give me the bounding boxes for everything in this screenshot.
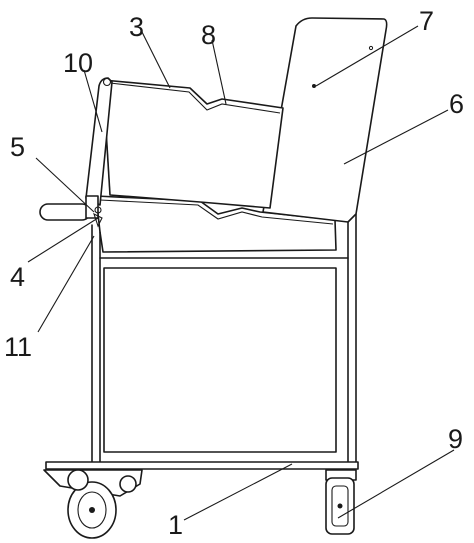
lid-body <box>102 79 284 209</box>
left-wheel-axle <box>89 507 95 513</box>
label-8: 8 <box>201 20 216 50</box>
handle-assembly <box>39 195 103 228</box>
right-wheel-hub <box>331 485 349 527</box>
frame-bottom-rail <box>45 461 359 470</box>
label-3: 3 <box>129 12 144 42</box>
left-castor <box>43 469 143 539</box>
lid-edge <box>109 82 281 114</box>
leader-7 <box>315 25 419 87</box>
label-4: 4 <box>10 262 25 292</box>
lid <box>102 79 284 209</box>
reference-numerals: 3 8 7 6 10 5 4 11 1 9 <box>4 6 464 540</box>
cart-frame <box>45 213 359 470</box>
leader-5 <box>35 157 95 213</box>
right-wheel-axle <box>337 503 343 509</box>
leader-8 <box>211 39 227 105</box>
leader-6 <box>343 109 449 165</box>
leader-3 <box>139 27 171 89</box>
leader-4 <box>27 217 99 263</box>
label-10: 10 <box>63 48 93 78</box>
basin-rim <box>99 199 334 225</box>
left-wheel-hub <box>77 491 107 529</box>
leader-11 <box>37 235 95 333</box>
latch-pin <box>94 206 102 214</box>
backrest-panel <box>262 17 388 223</box>
left-castor-brake <box>67 469 89 491</box>
lever-arm <box>85 77 113 206</box>
label-11: 11 <box>4 332 32 362</box>
leader-9 <box>337 449 455 519</box>
leader-1 <box>183 463 293 521</box>
lever-pivot <box>102 77 112 87</box>
frame-lower-box <box>103 267 337 453</box>
label-5: 5 <box>10 132 25 162</box>
label-6: 6 <box>449 89 464 119</box>
label-1: 1 <box>168 510 183 540</box>
push-handle <box>39 203 91 221</box>
leader-10 <box>83 69 103 133</box>
leader-lines <box>27 25 455 521</box>
backrest-body <box>262 17 388 223</box>
backrest-hole-small <box>368 45 374 51</box>
left-castor-swivel <box>119 475 137 493</box>
backrest-hole <box>312 84 316 88</box>
right-castor <box>325 469 357 535</box>
label-7: 7 <box>419 6 434 36</box>
latch-hook <box>93 212 103 228</box>
label-9: 9 <box>448 424 463 454</box>
